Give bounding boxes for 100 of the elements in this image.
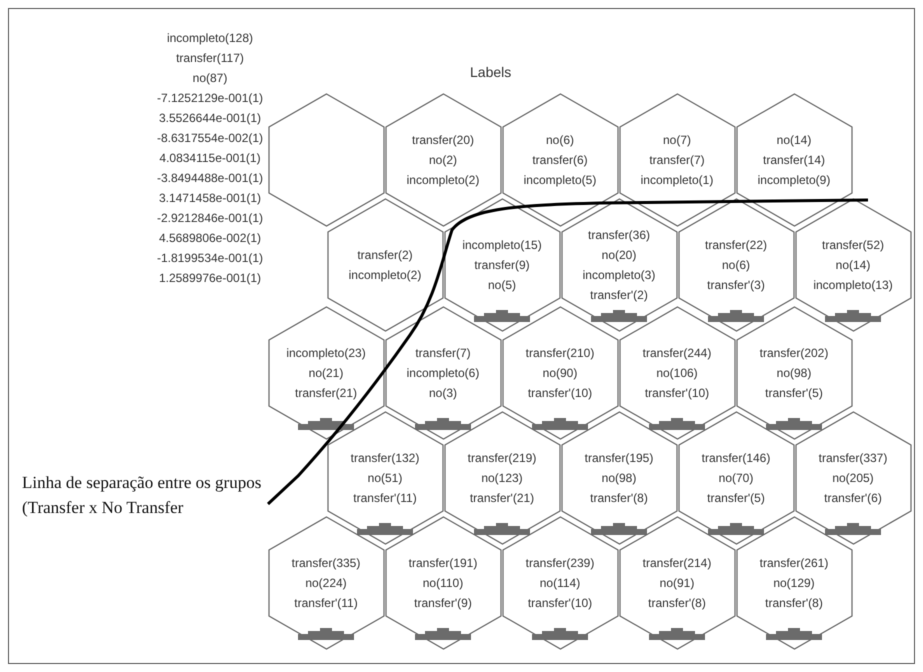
hit-count: transfer'(2) [589,287,649,304]
map-hexagon [444,411,560,545]
label-text: incompleto(128) [166,30,254,47]
hit-count: transfer'(8) [647,595,707,612]
label-text: no(87) [192,70,228,87]
hit-count: transfer(261) [758,555,830,572]
hit-count: incompleto(15) [461,237,543,254]
map-hexagon [736,93,852,227]
hit-count: transfer(22) [704,237,768,254]
hit-count: transfer'(6) [823,490,883,507]
hit-count: transfer(335) [290,555,362,572]
label-text: -8.6317554e-002(1) [156,130,264,147]
hit-count: transfer(7) [414,345,472,362]
hit-count: transfer'(3) [706,277,766,294]
hit-count: no(110) [422,575,464,592]
hit-count: transfer(337) [818,450,888,467]
hit-count: transfer(244) [642,345,712,362]
map-hexagon [502,93,618,227]
hit-count: transfer(20) [410,132,476,149]
map-hexagon [444,198,560,332]
hit-count: transfer'(10) [644,385,710,402]
hit-count: no(205) [831,470,875,487]
hit-count: incompleto(2) [406,172,480,189]
hit-count: transfer(9) [473,257,531,274]
map-hexagon [678,198,794,332]
hit-count: transfer(219) [466,450,538,467]
map-hexagon [736,306,852,440]
hit-count: transfer'(9) [413,595,473,612]
hit-count: no(14) [834,257,872,274]
hit-count: incompleto(5) [522,172,598,189]
map-hexagon [384,516,502,650]
hit-count: transfer(239) [524,555,596,572]
label-text: 4.5689806e-002(1) [158,230,262,247]
hit-count: incompleto(13) [812,277,894,294]
hit-count: transfer(36) [586,227,652,244]
hit-count: no(5) [486,277,517,294]
hit-count: transfer(146) [700,450,772,467]
label-text: -1.8199534e-001(1) [156,250,264,267]
hit-count: no(91) [658,575,696,592]
hit-count: transfer(214) [642,555,712,572]
hit-count: incompleto(1) [640,172,714,189]
hit-count: incompleto(9) [756,172,832,189]
hit-count: transfer'(5) [706,490,766,507]
hit-count: transfer(195) [584,450,654,467]
hit-count: transfer'(11) [293,595,359,612]
hit-count: transfer(132) [350,450,420,467]
hit-count: transfer(210) [524,345,596,362]
map-hexagon [268,516,384,650]
hit-count: no(7) [662,132,692,149]
hit-count: transfer'(5) [764,385,824,402]
label-text: -7.1252129e-001(1) [156,90,264,107]
map-hexagon [794,411,912,545]
hit-count: incompleto(23) [285,345,367,362]
map-hexagon [618,306,736,440]
hit-count: no(129) [772,575,816,592]
map-hexagon [560,411,678,545]
hit-count: no(6) [544,132,575,149]
hit-count: transfer'(21) [468,490,536,507]
hit-count: no(6) [720,257,751,274]
label-text: -3.8494488e-001(1) [156,170,264,187]
hit-count: transfer'(10) [526,385,594,402]
hit-count: no(98) [776,365,812,382]
hit-count: no(3) [428,385,458,402]
map-hexagon [560,198,678,332]
label-text: 4.0834115e-001(1) [158,150,262,167]
label-text: 1.2589976e-001(1) [158,270,262,287]
map-hexagon [384,306,502,440]
map-hexagon [618,93,736,227]
hit-count: incompleto(3) [582,267,656,284]
label-text: transfer(117) [175,50,245,67]
hit-count: no(2) [428,152,458,169]
map-hexagon [268,93,384,227]
hit-count: no(21) [308,365,344,382]
hit-count: transfer(6) [531,152,589,169]
hit-count: transfer(21) [294,385,358,402]
map-hexagon [502,306,618,440]
map-hexagon [678,411,794,545]
hit-count: no(224) [304,575,348,592]
hit-count: transfer(2) [356,247,414,264]
map-hexagon [618,516,736,650]
hit-count: no(14) [776,132,812,149]
hit-count: incompleto(2) [348,267,422,284]
hit-count: incompleto(6) [406,365,480,382]
hit-count: transfer'(10) [526,595,594,612]
label-text: -2.9212846e-001(1) [156,210,264,227]
map-hexagon [502,516,618,650]
hit-count: transfer'(8) [589,490,649,507]
annotation-text: Linha de separação entre os grupos (Transfer x No Transfer [22,472,262,519]
hit-count: no(106) [655,365,699,382]
hit-count: no(90) [542,365,578,382]
hit-count: transfer'(8) [764,595,824,612]
hit-count: no(20) [600,247,638,264]
label-text: 3.5526644e-001(1) [158,110,262,127]
hit-count: transfer'(11) [352,490,418,507]
label-text: 3.1471458e-001(1) [158,190,262,207]
hit-count: transfer(7) [648,152,706,169]
hit-count: transfer(14) [762,152,826,169]
map-hexagon [326,411,444,545]
hit-count: no(51) [366,470,404,487]
map-hexagon [268,306,384,440]
